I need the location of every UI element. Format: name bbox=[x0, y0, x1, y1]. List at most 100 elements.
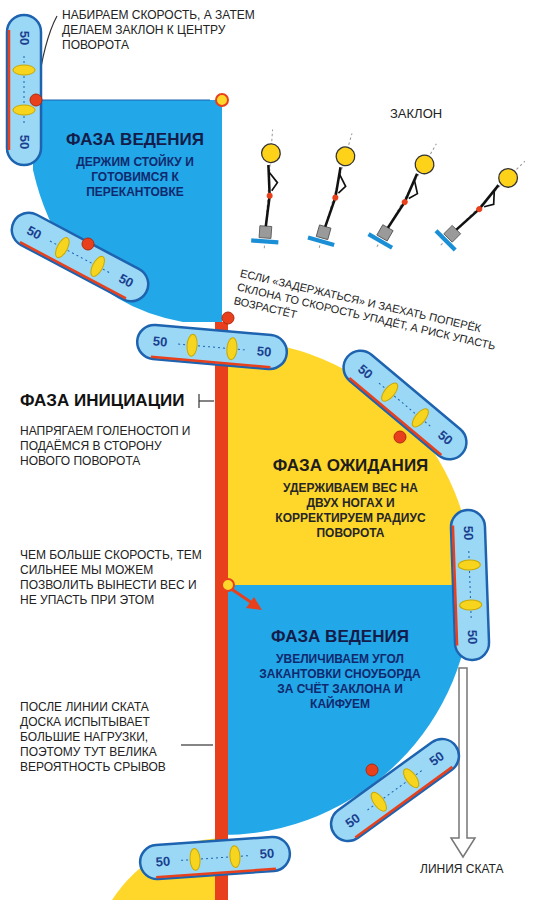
text-group: ФАЗА ВЕДЕНИЯ УВЕЛИЧИВАЕМ УГОЛ ЗАКАНТОВКИ … bbox=[240, 627, 440, 712]
label-holder: 50 bbox=[435, 428, 455, 448]
weight-arrow bbox=[230, 588, 252, 603]
figure-leg bbox=[456, 208, 479, 231]
board-binding bbox=[229, 845, 241, 868]
board-binding bbox=[460, 600, 482, 611]
label-holder: НАПРЯГАЕМ ГОЛЕНОСТОП И ПОДАЁМСЯ В СТОРОН… bbox=[20, 424, 205, 469]
figure-caption: ЗАКЛОН bbox=[390, 106, 480, 122]
figure-hip bbox=[266, 193, 272, 199]
annotation: НАБИРАЕМ СКОРОСТЬ, А ЗАТЕМ ДЕЛАЕМ ЗАКЛОН… bbox=[62, 8, 262, 53]
figure-board bbox=[308, 238, 334, 245]
figure-torso bbox=[266, 165, 272, 196]
marker-dot bbox=[222, 579, 234, 591]
snowboard bbox=[136, 324, 288, 371]
axis-label: ЛИНИЯ СКАТА bbox=[420, 862, 540, 877]
label-holder: ЕСЛИ «ЗАДЕРЖАТЬСЯ» И ЗАЕХАТЬ ПОПЕРЁК СКЛ… bbox=[233, 266, 515, 370]
board-binding bbox=[13, 105, 35, 115]
text-group: ФАЗА ВЕДЕНИЯДЕРЖИМ СТОЙКУ И ГОТОВИМСЯ К … bbox=[53, 130, 217, 200]
board-binding bbox=[189, 848, 201, 871]
board-number: 50 bbox=[427, 750, 447, 770]
board-number: 50 bbox=[259, 847, 274, 862]
annotation: ЧЕМ БОЛЬШЕ СКОРОСТЬ, ТЕМ СИЛЬНЕЕ МЫ МОЖЕ… bbox=[20, 548, 208, 608]
figure-torso bbox=[332, 167, 344, 197]
phase-title: ФАЗА ВЕДЕНИЯ bbox=[240, 627, 440, 647]
figure-head bbox=[261, 143, 281, 163]
leader-line bbox=[38, 100, 210, 101]
board-number: 50 bbox=[461, 526, 475, 541]
marker-dot bbox=[222, 312, 234, 324]
snowboard bbox=[6, 207, 154, 307]
board-edge bbox=[156, 869, 276, 877]
marker-dot bbox=[394, 431, 406, 443]
board-deck bbox=[139, 836, 291, 880]
annotation: ЕСЛИ «ЗАДЕРЖАТЬСЯ» И ЗАЕХАТЬ ПОПЕРЁК СКЛ… bbox=[233, 266, 515, 370]
board-number: 50 bbox=[465, 629, 479, 644]
board-deck bbox=[7, 15, 41, 165]
board-binding bbox=[53, 236, 72, 260]
figure-leg bbox=[325, 197, 335, 227]
board-number: 50 bbox=[343, 811, 363, 831]
label-holder: 50 bbox=[17, 135, 31, 149]
label-holder: 50 bbox=[465, 629, 479, 644]
region-fill bbox=[33, 100, 222, 322]
lean-figure bbox=[365, 137, 448, 254]
board-deck bbox=[337, 344, 474, 466]
figure-arm bbox=[405, 180, 422, 201]
phase-title: ФАЗА ИНИЦИАЦИИ bbox=[20, 391, 198, 411]
snowboard bbox=[139, 836, 291, 880]
label-holder: ЧЕМ БОЛЬШЕ СКОРОСТЬ, ТЕМ СИЛЬНЕЕ МЫ МОЖЕ… bbox=[20, 548, 208, 608]
board-binding bbox=[409, 406, 431, 429]
figure-boot bbox=[259, 226, 272, 239]
board-edge bbox=[151, 357, 271, 367]
figure-board bbox=[251, 240, 278, 242]
label-holder: ПОСЛЕ ЛИНИИ СКАТА ДОСКА ИСПЫТЫВАЕТ БОЛЬШ… bbox=[20, 700, 175, 775]
lean-figure bbox=[251, 129, 286, 250]
figure-leg bbox=[388, 201, 405, 228]
marker-dot bbox=[366, 764, 378, 776]
figure-arm bbox=[334, 174, 348, 195]
board-number: 50 bbox=[17, 31, 31, 45]
figure-head bbox=[495, 165, 521, 191]
board-number: 50 bbox=[155, 854, 170, 869]
board-edge bbox=[8, 30, 11, 150]
snowboard bbox=[324, 732, 465, 848]
figure-head bbox=[334, 145, 357, 168]
lean-guide bbox=[377, 144, 437, 247]
board-deck bbox=[136, 324, 288, 371]
board-deck bbox=[6, 207, 154, 307]
lean-figure bbox=[431, 151, 534, 254]
board-number: 50 bbox=[256, 344, 272, 359]
phase-title: ФАЗА ОЖИДАНИЯ bbox=[243, 456, 458, 476]
figure-arm bbox=[481, 191, 501, 211]
figure-leg bbox=[266, 196, 270, 227]
board-binding bbox=[226, 337, 238, 360]
weight-arrowhead bbox=[246, 597, 262, 610]
marker-dot bbox=[30, 94, 42, 106]
board-binding bbox=[88, 254, 107, 278]
figure-hip bbox=[475, 205, 483, 213]
label-holder: ЗАКЛОН bbox=[390, 106, 480, 122]
snowboard bbox=[450, 509, 489, 660]
text-group: ФАЗА ОЖИДАНИЯ УДЕРЖИВАЕМ ВЕС НА ДВУХ НОГА… bbox=[243, 456, 458, 541]
board-edge bbox=[453, 526, 457, 646]
board-number: 50 bbox=[17, 135, 31, 149]
snowboard bbox=[337, 344, 474, 466]
figure-boot bbox=[316, 225, 331, 240]
board-binding bbox=[401, 766, 422, 790]
label-holder: НАБИРАЕМ СКОРОСТЬ, А ЗАТЕМ ДЕЛАЕМ ЗАКЛОН… bbox=[62, 8, 262, 53]
label-holder: ЛИНИЯ СКАТА bbox=[420, 862, 540, 877]
label-holder: 50 bbox=[24, 223, 43, 242]
board-binding bbox=[368, 790, 389, 814]
label-holder: 50 bbox=[256, 344, 272, 359]
figure-head bbox=[412, 152, 438, 178]
label-holder: 50 bbox=[355, 362, 375, 382]
board-edge bbox=[20, 242, 126, 298]
board-number: 50 bbox=[116, 272, 135, 291]
phase-title: ФАЗА ВЕДЕНИЯ bbox=[53, 130, 217, 150]
leader-tick bbox=[198, 394, 199, 408]
label-holder: 50 bbox=[259, 847, 274, 862]
phase-description: УВЕЛИЧИВАЕМ УГОЛ ЗАКАНТОВКИ СНОУБОРДА ЗА… bbox=[250, 652, 430, 712]
figure-arm bbox=[267, 172, 278, 191]
phase-description: УДЕРЖИВАЕМ ВЕС НА ДВУХ НОГАХ И КОРРЕКТИР… bbox=[268, 481, 433, 541]
annotation: ПОСЛЕ ЛИНИИ СКАТА ДОСКА ИСПЫТЫВАЕТ БОЛЬШ… bbox=[20, 700, 175, 775]
label-holder: 50 bbox=[155, 854, 170, 869]
